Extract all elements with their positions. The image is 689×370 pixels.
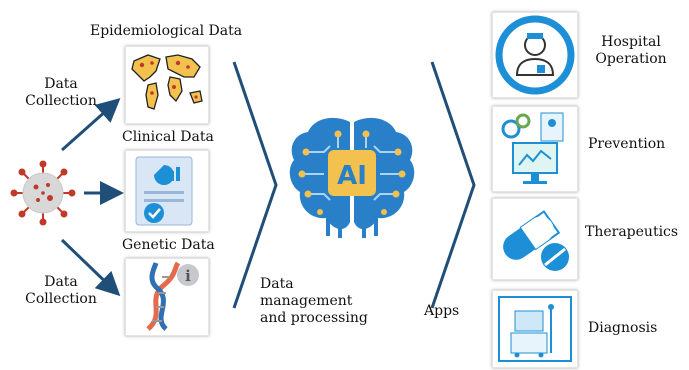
data-collection-top-label: Data Collection: [18, 76, 104, 110]
virus-icon: [10, 160, 76, 226]
processing-label: Data management and processing: [260, 276, 368, 327]
processing-line1: Data: [260, 276, 294, 292]
app-diagnosis-label: Diagnosis: [588, 320, 658, 336]
app-hospital-operation-label: Hospital Operation: [582, 34, 680, 68]
app-therapeutics-label: Therapeutics: [585, 224, 679, 240]
processing-line3: and processing: [260, 310, 368, 326]
arrow-to-genetic: [60, 238, 121, 297]
apps-chevron: [430, 61, 476, 309]
epidemiological-data-label: Epidemiological Data: [90, 23, 243, 39]
arrow-to-epidemiological: [61, 98, 121, 152]
ai-brain-icon: AI: [284, 112, 420, 242]
dna-icon: i: [125, 258, 209, 336]
data-collection-top-line1: Data: [44, 76, 78, 92]
app-hospital-line2: Operation: [595, 51, 667, 67]
processing-chevron: [232, 61, 278, 309]
data-collection-bottom-line1: Data: [44, 274, 78, 290]
ai-text: AI: [337, 161, 367, 191]
svg-text:i: i: [185, 267, 191, 285]
app-prevention-label: Prevention: [588, 136, 666, 152]
world-map-icon: [125, 46, 209, 124]
diagnosis-device-icon: [492, 290, 578, 368]
app-hospital-line1: Hospital: [601, 34, 661, 50]
apps-label: Apps: [424, 303, 460, 319]
clinical-data-label: Clinical Data: [122, 129, 214, 145]
data-collection-top-line2: Collection: [25, 93, 97, 109]
genetic-data-label: Genetic Data: [122, 237, 215, 253]
clinical-report-icon: [125, 150, 209, 232]
doctor-icon: [492, 12, 578, 98]
data-collection-bottom-label: Data Collection: [18, 274, 104, 308]
processing-line2: management: [260, 293, 353, 309]
data-collection-bottom-line2: Collection: [25, 291, 97, 307]
pill-icon: [492, 198, 578, 280]
prevention-icon: [492, 106, 578, 192]
